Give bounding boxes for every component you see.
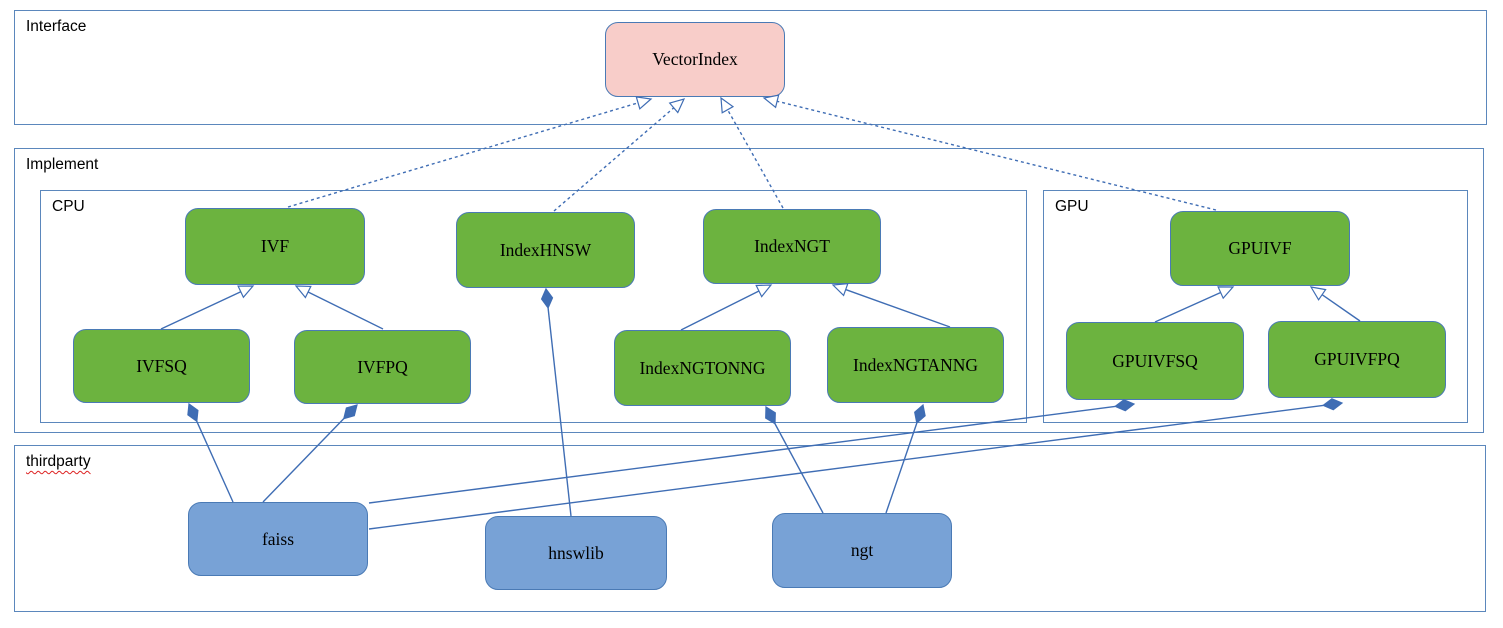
node-VectorIndex: VectorIndex (605, 22, 785, 97)
node-label-VectorIndex: VectorIndex (652, 49, 738, 69)
node-ngt: ngt (772, 513, 952, 588)
node-label-GPUIVFSQ: GPUIVFSQ (1112, 350, 1198, 371)
node-label-IndexNGT: IndexNGT (754, 236, 830, 256)
node-label-GPUIVF: GPUIVF (1228, 238, 1292, 258)
node-label-ngt: ngt (850, 540, 874, 560)
node-GPUIVF: GPUIVF (1170, 211, 1350, 286)
node-IndexNGTONNG: IndexNGTONNG (614, 330, 791, 406)
node-label-IVFPQ: IVFPQ (357, 356, 408, 377)
node-hnswlib: hnswlib (485, 516, 667, 590)
node-label-IndexNGTONNG: IndexNGTONNG (639, 357, 766, 378)
node-label-hnswlib: hnswlib (548, 542, 604, 563)
node-IVFSQ: IVFSQ (73, 329, 250, 403)
node-faiss: faiss (188, 502, 368, 576)
node-IndexHNSW: IndexHNSW (456, 212, 635, 288)
node-label-IVF: IVF (260, 236, 290, 256)
container-label-interface: Interface (26, 18, 87, 35)
container-label-thirdparty: thirdparty (26, 453, 91, 470)
node-label-GPUIVFPQ: GPUIVFPQ (1314, 349, 1400, 369)
container-label-implement: Implement (26, 156, 99, 173)
node-label-IndexHNSW: IndexHNSW (499, 239, 592, 260)
node-IVF: IVF (185, 208, 365, 285)
node-IndexNGT: IndexNGT (703, 209, 881, 284)
node-label-IVFSQ: IVFSQ (136, 355, 187, 376)
node-GPUIVFSQ: GPUIVFSQ (1066, 322, 1244, 400)
container-label-cpu: CPU (52, 198, 85, 215)
node-GPUIVFPQ: GPUIVFPQ (1268, 321, 1446, 398)
node-IndexNGTANNG: IndexNGTANNG (827, 327, 1004, 403)
node-IVFPQ: IVFPQ (294, 330, 471, 404)
container-label-gpu: GPU (1055, 198, 1089, 215)
node-label-IndexNGTANNG: IndexNGTANNG (853, 354, 978, 375)
node-label-faiss: faiss (261, 528, 295, 549)
